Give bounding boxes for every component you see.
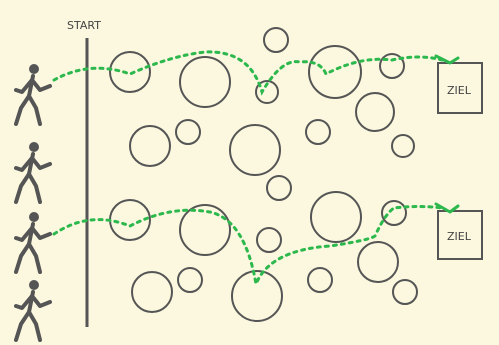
walking-person-icon [14,64,52,126]
hoop [131,271,173,313]
hoop [229,124,281,176]
walking-person-icon [14,142,52,204]
route-arrow-bottom [434,202,460,214]
person-icon-4 [14,280,52,342]
goal-label-top: ZIEL [447,84,472,97]
goal-box-bottom [437,210,483,260]
hoop [255,80,279,104]
route-path-bottom [52,205,444,290]
hoop [355,92,395,132]
hoop [175,119,201,145]
hoop [305,119,331,145]
hoop [179,204,231,256]
person-icon-3 [14,212,52,274]
hoop [231,270,283,322]
goal-box-top [437,62,483,114]
hoop [310,191,362,243]
start-label: START [67,19,101,32]
route-arrow-top [434,54,460,65]
route-path-top [52,50,444,96]
walking-person-icon [14,212,52,274]
goal-label-bottom: ZIEL [447,230,472,243]
hoop [379,53,405,79]
hoop [177,267,203,293]
hoop [308,45,362,99]
person-icon-2 [14,142,52,204]
hoop [256,227,282,253]
hoop [357,241,399,283]
walking-person-icon [14,280,52,342]
hoop [179,56,231,108]
hoop [109,51,151,93]
hoop [263,27,289,53]
hoop [391,134,415,158]
person-icon-1 [14,64,52,126]
hoop [381,200,407,226]
hoop [266,175,292,201]
hoop [129,125,171,167]
hoop [392,279,418,305]
hoop [307,267,333,293]
